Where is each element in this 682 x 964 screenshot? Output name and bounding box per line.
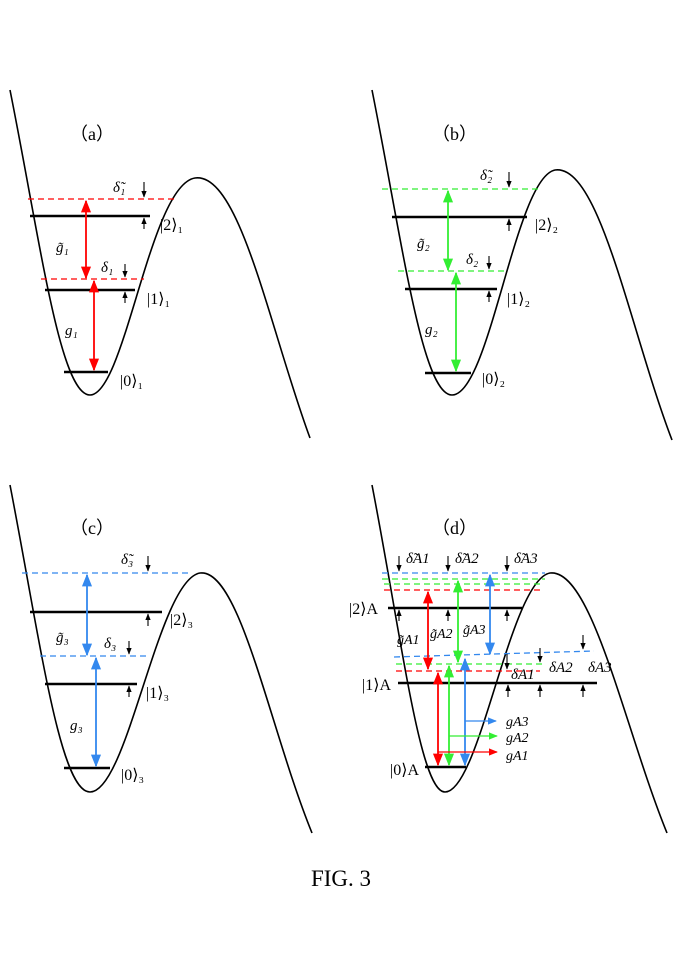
panel-tag: （a） bbox=[70, 124, 114, 144]
delta-label: δ₃ bbox=[104, 636, 116, 652]
g-a3-label: gA3 bbox=[506, 715, 529, 730]
g-tilde-label: g̃₃ bbox=[56, 630, 69, 646]
delta-a2-label: δA2 bbox=[549, 660, 573, 676]
ket-2: |2⟩₃ bbox=[170, 612, 193, 629]
ket-0: |0⟩₃ bbox=[121, 767, 144, 784]
panel-b: （b） δ̃₂ g̃₂ δ₂ g₂ |2⟩₂ |1⟩₂ |0⟩₂ bbox=[371, 89, 673, 441]
detuning-line-lower-blue bbox=[393, 650, 595, 658]
ket-1: |1⟩₂ bbox=[507, 291, 530, 308]
g-tilde-a2-label: g̃A2 bbox=[430, 627, 453, 642]
g-label: g₂ bbox=[425, 322, 438, 338]
g-tilde-a1-label: g̃A1 bbox=[397, 633, 420, 648]
delta-label: δ₁ bbox=[101, 260, 113, 276]
delta-tilde-a2-label: δ̃A2 bbox=[455, 551, 479, 567]
g-label: g₁ bbox=[65, 323, 78, 339]
potential-curve bbox=[371, 89, 673, 441]
delta-tilde-label: δ̃₃ bbox=[121, 552, 134, 568]
g-label: g₃ bbox=[70, 718, 83, 734]
ket-0: |0⟩₁ bbox=[120, 373, 143, 390]
ket-1: |1⟩₁ bbox=[147, 291, 170, 308]
potential-curve bbox=[9, 484, 313, 834]
delta-label: δ₂ bbox=[466, 252, 478, 268]
ket-1: |1⟩A bbox=[362, 677, 391, 694]
ket-0: |0⟩A bbox=[390, 762, 419, 779]
delta-a1-label: δA1 bbox=[511, 667, 535, 683]
delta-tilde-label: δ̃₂ bbox=[480, 168, 493, 184]
potential-curve bbox=[9, 89, 311, 439]
g-tilde-label: g̃₁ bbox=[56, 240, 69, 256]
panel-c: （c） δ̃₃ g̃₃ δ₃ g₃ |2⟩₃ |1⟩₃ |0⟩₃ bbox=[9, 484, 313, 834]
potential-curve bbox=[371, 484, 668, 834]
g-tilde-label: g̃₂ bbox=[417, 236, 430, 252]
g-tilde-a3-label: g̃A3 bbox=[463, 623, 486, 638]
figure-caption: FIG. 3 bbox=[310, 866, 372, 891]
ket-0: |0⟩₂ bbox=[482, 371, 505, 388]
panel-d: （d） δ̃A1 δ̃A2 δ̃A3 g̃A1 g̃A2 g̃A3 δA1 δA… bbox=[349, 484, 668, 834]
panel-tag: （c） bbox=[70, 518, 114, 538]
ket-2: |2⟩A bbox=[349, 601, 378, 618]
g-a2-label: gA2 bbox=[506, 731, 529, 746]
g-a1-label: gA1 bbox=[506, 749, 529, 764]
panel-tag: （b） bbox=[432, 124, 477, 144]
delta-tilde-a3-label: δ̃A3 bbox=[514, 551, 538, 567]
ket-2: |2⟩₂ bbox=[535, 217, 558, 234]
delta-a3-label: δA3 bbox=[588, 660, 612, 676]
panel-a: （a） δ̃₁ g̃₁ δ₁ g₁ |2⟩₁ |1⟩₁ |0⟩₁ bbox=[9, 89, 311, 439]
delta-tilde-label: δ̃₁ bbox=[113, 180, 126, 196]
ket-2: |2⟩₁ bbox=[160, 217, 183, 234]
ket-1: |1⟩₃ bbox=[146, 685, 169, 702]
delta-tilde-a1-label: δ̃A1 bbox=[406, 551, 430, 567]
panel-tag: （d） bbox=[432, 518, 477, 538]
